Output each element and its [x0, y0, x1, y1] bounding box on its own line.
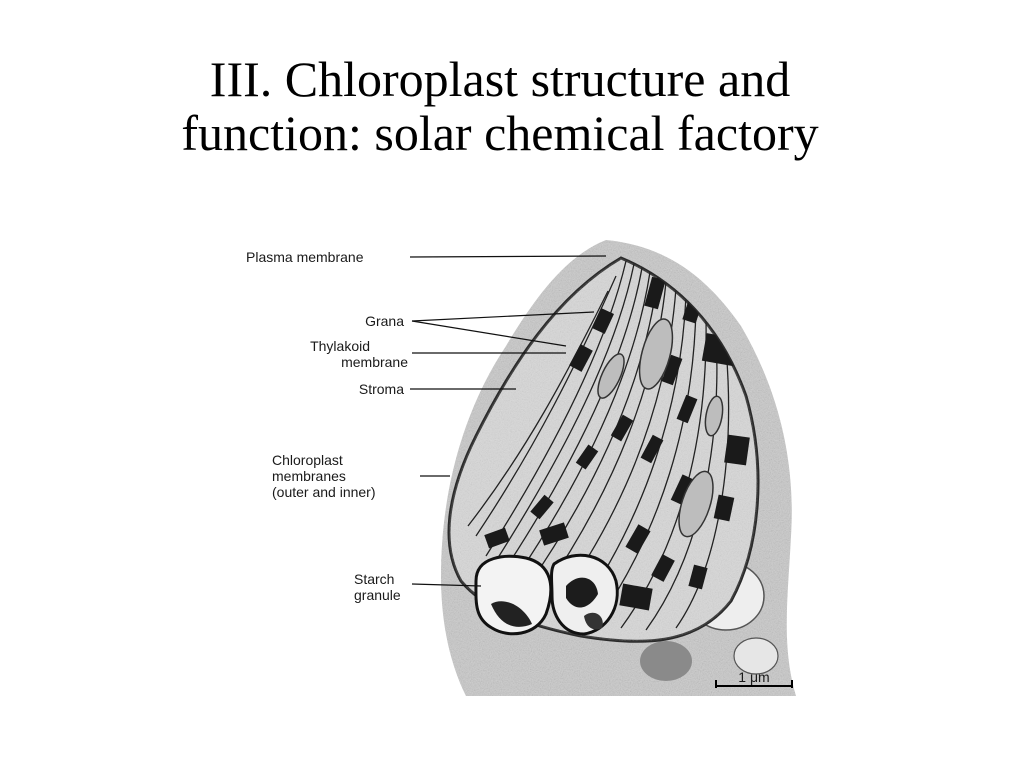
slide-title: III. Chloroplast structure and function:…	[0, 52, 1000, 160]
figure-labels: Plasma membrane Grana Thylakoid membrane…	[246, 249, 408, 603]
chloroplast-micrograph-figure: 1 μm Plasma membrane Grana Thylakoid mem…	[236, 236, 808, 698]
chloroplast-body	[447, 256, 760, 643]
label-stroma: Stroma	[359, 381, 404, 397]
label-chloroplast-line2: membranes	[272, 468, 346, 484]
label-chloroplast-line3: (outer and inner)	[272, 484, 376, 500]
scale-bar: 1 μm	[715, 669, 793, 688]
label-thylakoid-line2: membrane	[341, 354, 408, 370]
label-starch-line1: Starch	[354, 571, 394, 587]
label-plasma-membrane: Plasma membrane	[246, 249, 364, 265]
starch-granules	[474, 553, 619, 636]
lipid-vesicles	[597, 318, 724, 538]
micrograph-svg: 1 μm Plasma membrane Grana Thylakoid mem…	[246, 240, 796, 696]
label-starch-line2: granule	[354, 587, 401, 603]
title-line-1: III. Chloroplast structure and	[209, 51, 791, 107]
title-line-2: function: solar chemical factory	[181, 105, 819, 161]
grana-stacks	[484, 276, 750, 611]
scale-bar-label: 1 μm	[738, 669, 769, 685]
label-chloroplast-line1: Chloroplast	[272, 452, 343, 468]
label-grana: Grana	[365, 313, 404, 329]
label-thylakoid-line1: Thylakoid	[310, 338, 370, 354]
thylakoid-lamellae	[467, 260, 730, 631]
leader-lines	[409, 255, 607, 587]
